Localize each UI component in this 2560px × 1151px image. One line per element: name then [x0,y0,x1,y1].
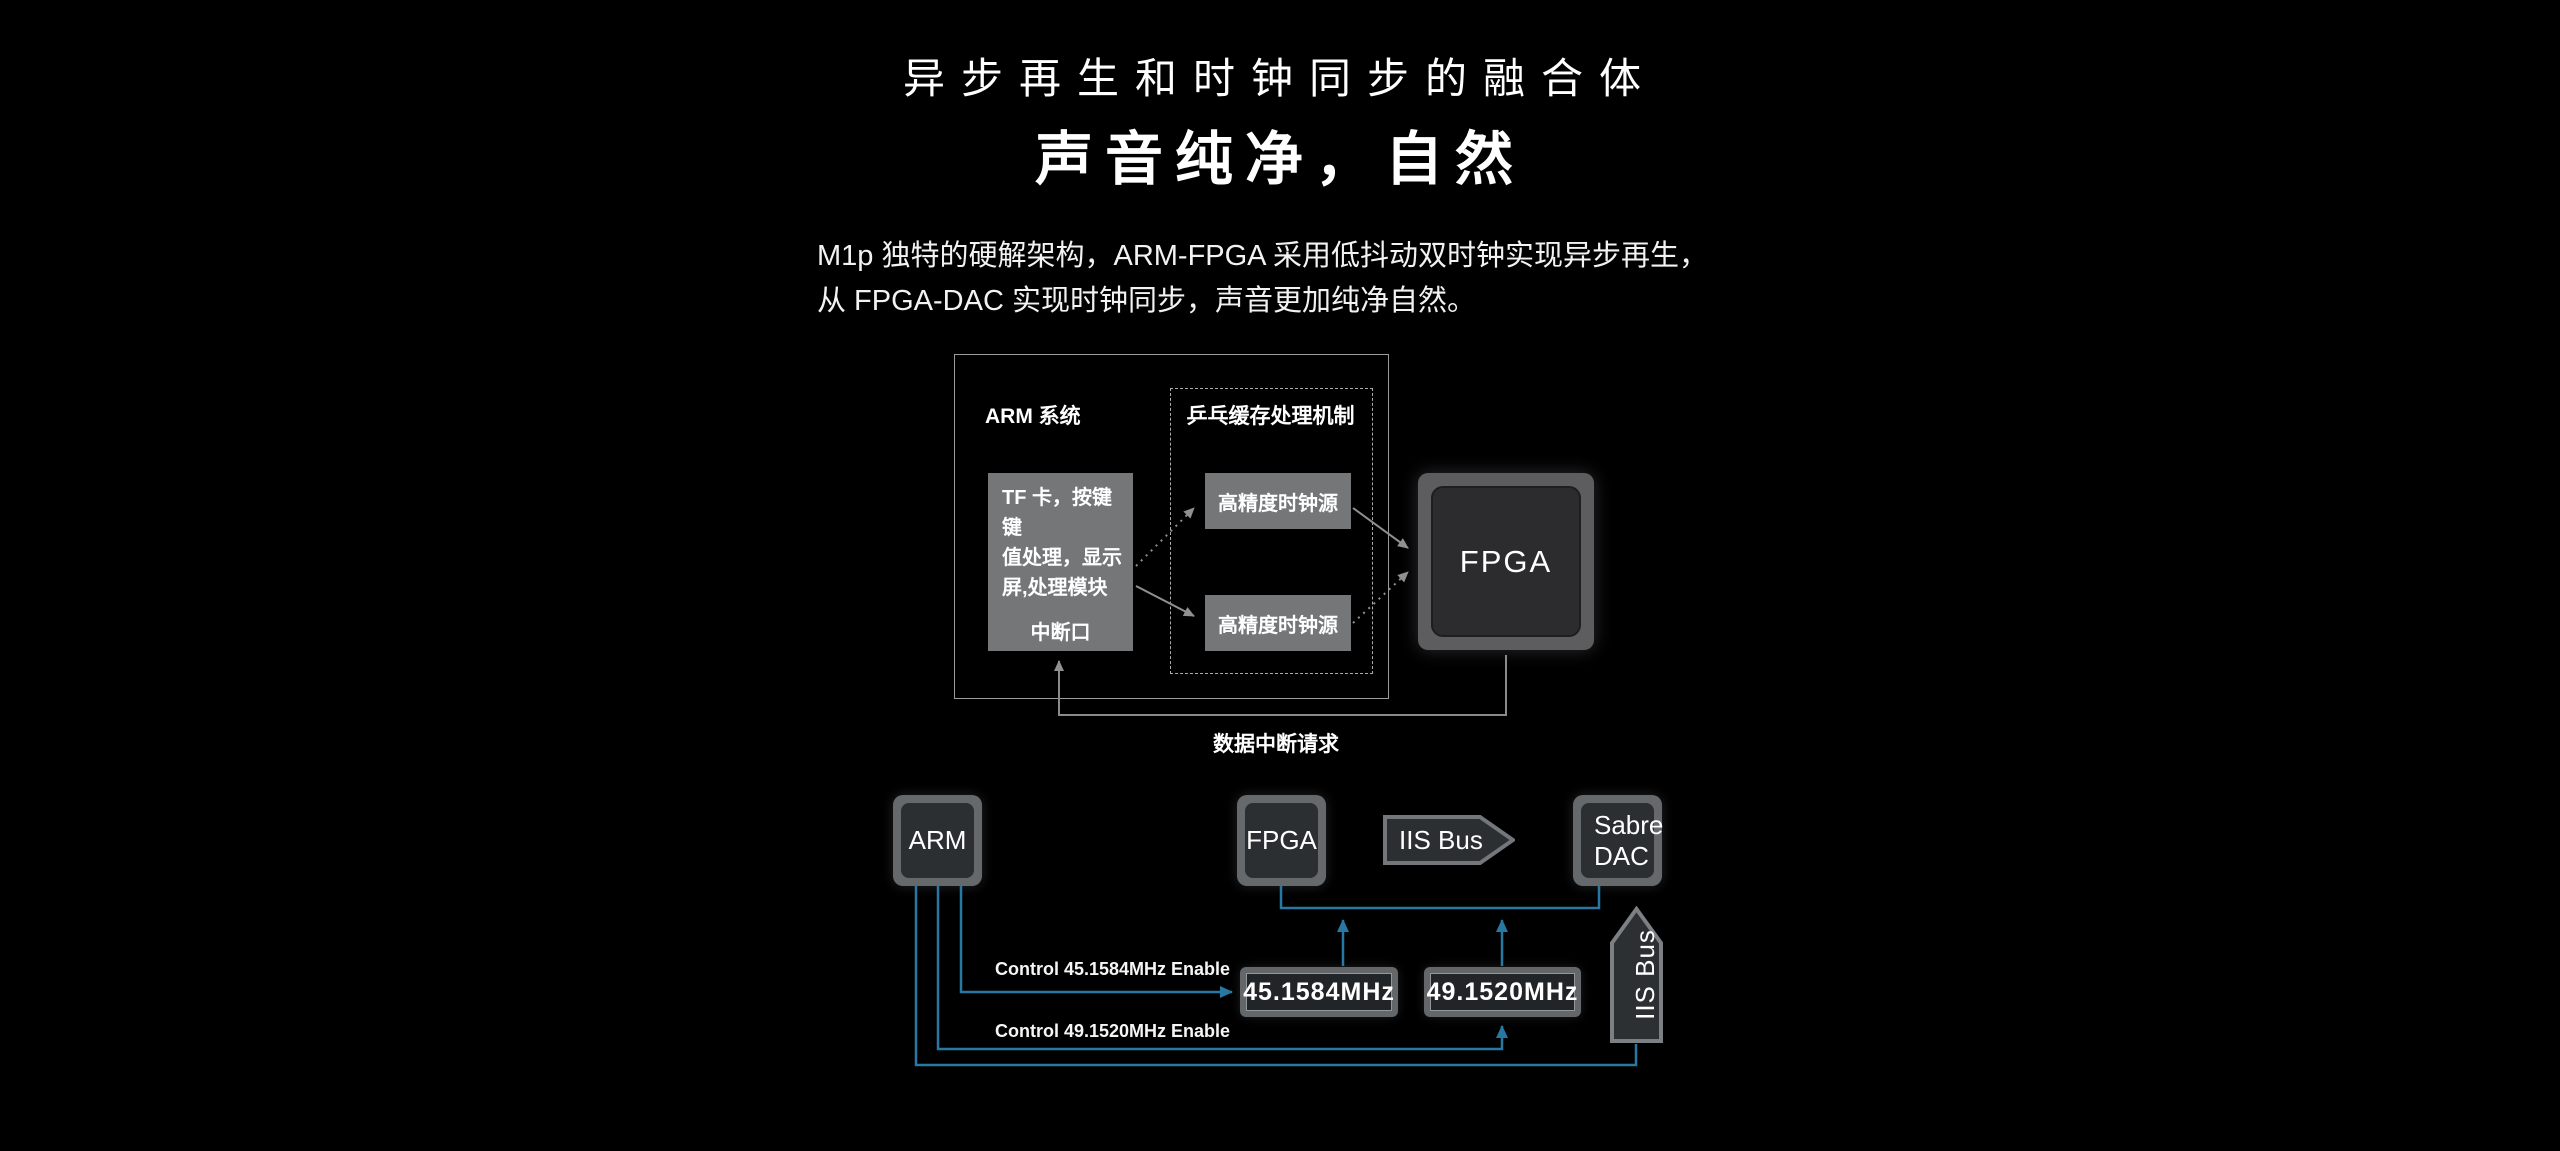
sabre-dac-line-2: DAC [1594,840,1649,871]
clock-source-box-bottom: 高精度时钟源 [1205,595,1351,651]
pingpong-buffer-label: 乒乓缓存处理机制 [1186,405,1355,428]
data-interrupt-request-label: 数据中断请求 [1213,733,1339,756]
sabre-dac-chip: Sabre DAC [1573,795,1663,886]
sabre-dac-line-1: Sabre [1594,809,1664,840]
arm-system-label: ARM 系统 [985,405,1081,428]
arm-tasks-box [988,473,1133,651]
fpga-panel: FPGA [1418,473,1594,650]
arm-tasks-text: TF 卡，按键键 值处理，显示 屏,处理模块 [1002,483,1128,603]
line-fpga-dac-clock-bus [1279,886,1601,910]
description-line-2: 从 FPGA-DAC 实现时钟同步，声音更加纯净自然。 [817,285,1476,317]
page-subtitle: 声音纯净，自然 [1034,127,1525,192]
fpga-chip: FPGA [1237,795,1326,886]
arm-tasks-line-1: TF 卡，按键键 [1002,487,1112,539]
iis-bus-horizontal-label: IIS Bus [1399,824,1483,855]
clock-source-box-top: 高精度时钟源 [1205,473,1351,529]
control-45-label: Control 45.1584MHz Enable [995,959,1231,979]
clock-45-box: 45.1584MHz [1240,967,1398,1017]
arm-tasks-line-2: 值处理，显示 [1002,547,1122,569]
arm-chip-label: ARM [901,803,974,878]
iis-bus-vertical-arrow: IIS Bus [1610,905,1663,1043]
fpga-chip-label: FPGA [1245,803,1318,878]
clock-49-box: 49.1520MHz [1424,967,1581,1017]
description-line-1: M1p 独特的硬解架构，ARM-FPGA 采用低抖动双时钟实现异步再生， [817,240,1708,272]
iis-bus-vertical-label: IIS Bus [1630,929,1660,1020]
iis-bus-horizontal-arrow: IIS Bus [1383,815,1517,865]
control-49-label: Control 49.1520MHz Enable [995,1021,1231,1041]
description: M1p 独特的硬解架构，ARM-FPGA 采用低抖动双时钟实现异步再生， 从 F… [817,234,1708,324]
clock-49-label: 49.1520MHz [1427,973,1577,1011]
arm-chip: ARM [893,795,982,886]
page-title: 异步再生和时钟同步的融合体 [902,55,1657,102]
clock-45-label: 45.1584MHz [1243,973,1394,1011]
fpga-panel-label: FPGA [1431,486,1581,637]
interrupt-port-label: 中断口 [1030,622,1091,644]
sabre-dac-chip-label: Sabre DAC [1581,803,1663,878]
right-arrow-icon [1383,815,1517,865]
arm-tasks-line-3: 屏,处理模块 [1002,577,1108,599]
